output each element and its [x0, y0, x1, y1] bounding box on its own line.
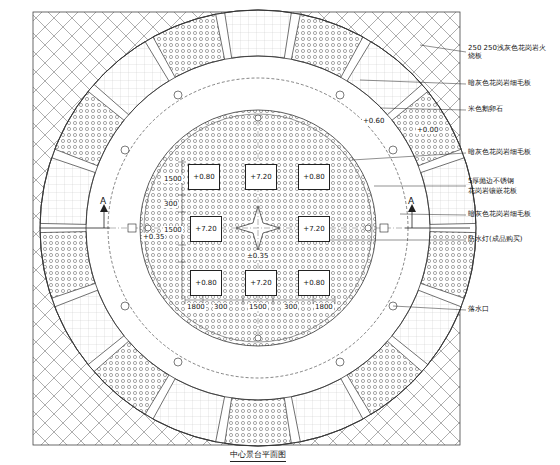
dimension: 300 — [283, 303, 298, 311]
ring-segments — [40, 10, 476, 446]
material-callout: 防水灯(成品购买) — [468, 235, 522, 243]
elevation-label: ±0.35 — [246, 252, 269, 260]
elevation-label: +0.00 — [416, 126, 439, 134]
elevation-text: +0.80 — [303, 173, 324, 181]
elevation-text: +0.80 — [193, 173, 214, 181]
elevation-text: +7.20 — [250, 279, 271, 287]
dimension: 1500 — [163, 226, 183, 234]
elevation-text: +7.20 — [195, 225, 216, 233]
material-callout: 落水口 — [468, 305, 489, 313]
elevation-text: +7.20 — [250, 173, 271, 181]
elevation-text: +7.20 — [303, 225, 324, 233]
elevation-square: +7.20 — [298, 216, 330, 242]
elevation-square: +7.20 — [245, 270, 277, 296]
material-callout: 米色鹅卵石 — [468, 105, 503, 113]
dimension: 1500 — [163, 175, 183, 183]
material-callout: 花岗岩镶嵌花板 — [468, 187, 517, 195]
material-callout: 250 250浅灰色花岗岩火烧板 — [468, 44, 548, 61]
section-mark: A — [408, 196, 414, 207]
dimension: 1800 — [186, 303, 206, 311]
material-callout: 暗灰色花岗岩细毛板 — [468, 210, 531, 218]
elevation-square: +7.20 — [190, 216, 222, 242]
dimension: 300 — [213, 303, 228, 311]
dimension: 300 — [163, 200, 178, 208]
dimension: 1800 — [314, 303, 334, 311]
dimension: 1500 — [248, 303, 268, 311]
elevation-square: +0.80 — [190, 270, 222, 296]
material-callout: 暗灰色花岗岩细毛板 — [468, 79, 531, 87]
material-callout: 暗灰色花岗岩细毛板 — [468, 148, 531, 156]
elevation-label: +0.35 — [142, 233, 165, 241]
elevation-square: +0.80 — [298, 164, 330, 190]
material-callout: 5厚抛边不锈钢 — [468, 177, 514, 185]
elevation-text: +0.80 — [303, 279, 324, 287]
elevation-square: +0.80 — [298, 270, 330, 296]
elevation-square: +0.80 — [188, 164, 220, 190]
elevation-label: +0.60 — [362, 117, 385, 125]
elevation-text: +0.80 — [195, 279, 216, 287]
section-mark: A — [100, 196, 106, 207]
elevation-square: +7.20 — [245, 164, 277, 190]
drawing-caption: 中心景台平面图 — [230, 449, 286, 462]
